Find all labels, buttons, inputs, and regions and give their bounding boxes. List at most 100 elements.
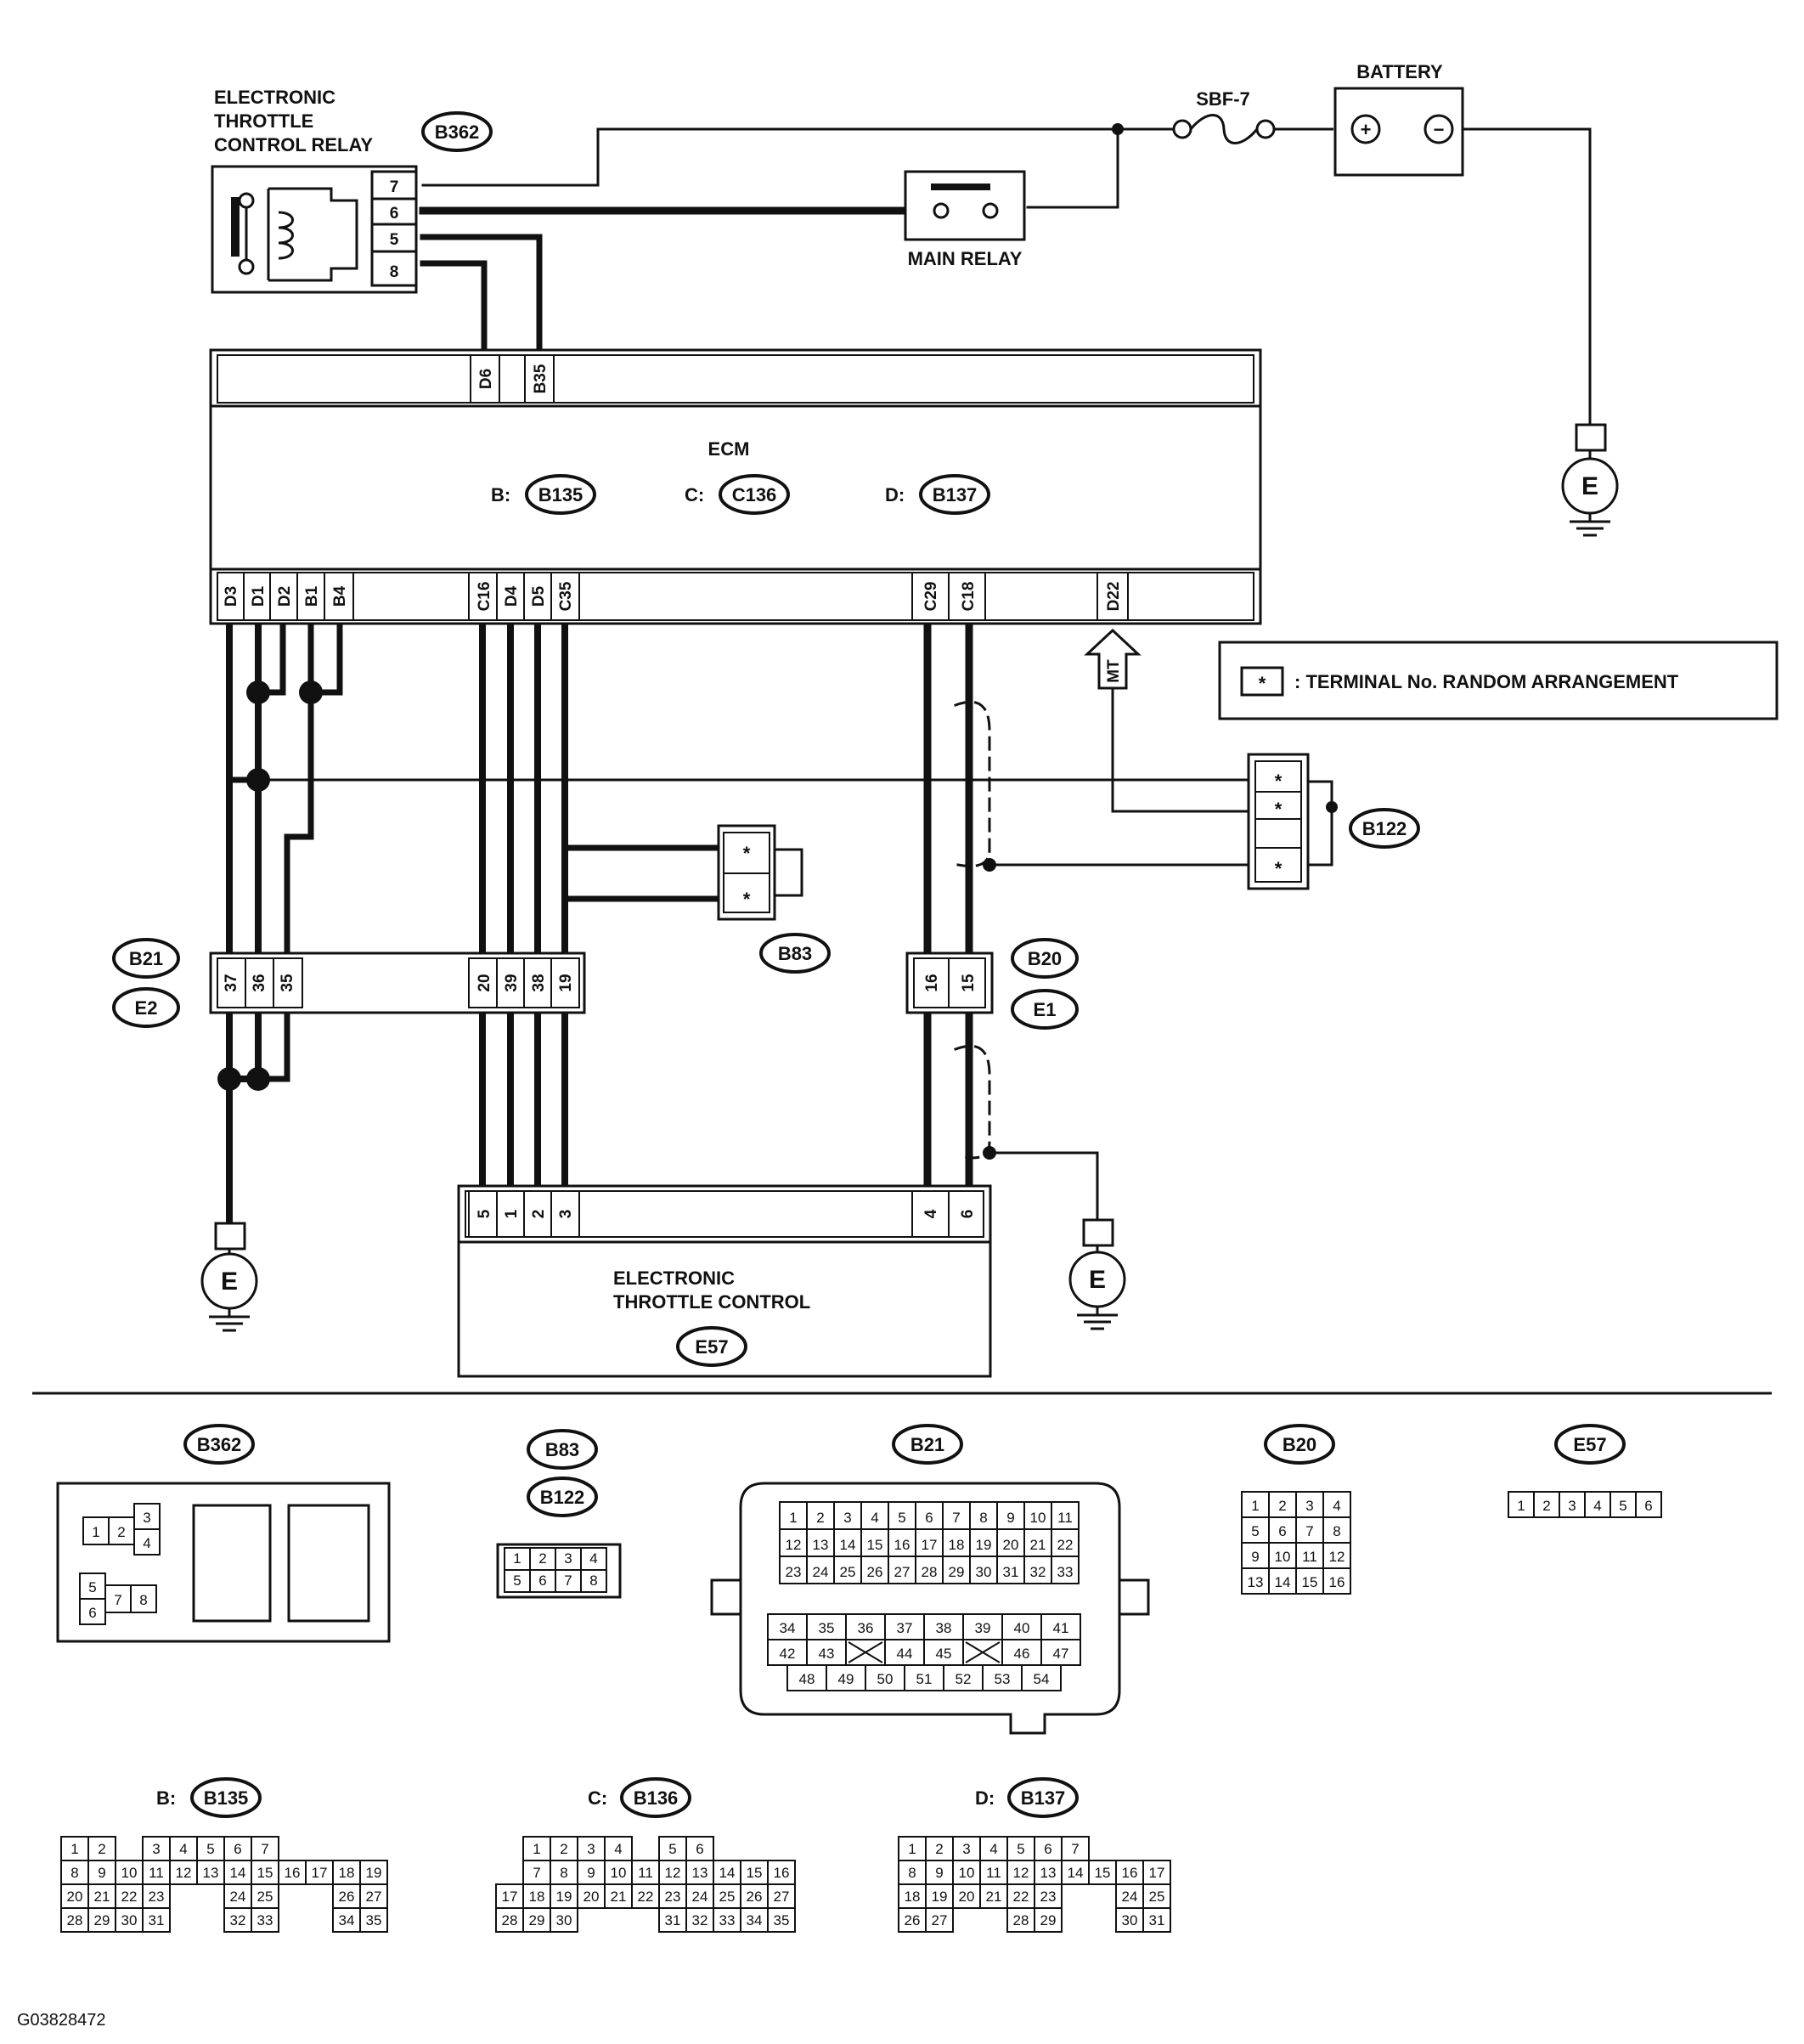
view-b362: B362 1 2 3 4 5 6 7 8: [56, 1424, 391, 1643]
pin-cell: [767, 1907, 796, 1933]
fuse-terminal: [1172, 119, 1192, 139]
pin-number: 42: [780, 1646, 796, 1662]
view-cell: 7: [114, 1592, 121, 1608]
pin-number: 14: [1068, 1865, 1084, 1881]
pin-number: 31: [1003, 1564, 1019, 1580]
pin-number: 30: [556, 1912, 572, 1928]
view-cell: 3: [143, 1510, 150, 1526]
b20-code: B20: [1028, 948, 1062, 969]
pin-number: 12: [786, 1537, 802, 1553]
pin-number: 31: [665, 1912, 681, 1928]
pin-number: 20: [67, 1889, 83, 1905]
pin-number: 43: [819, 1646, 835, 1662]
pin-number: 15: [867, 1537, 883, 1553]
pin-number: 19: [556, 1889, 572, 1905]
b21-pin: 37: [223, 974, 240, 991]
pin-cell: [251, 1907, 279, 1933]
pin-number: 1: [513, 1550, 521, 1567]
b21-pin: 19: [557, 974, 575, 991]
pin-number: 46: [1014, 1646, 1030, 1662]
pin-cell: [1034, 1907, 1063, 1933]
pin-cell: [495, 1907, 524, 1933]
pin-number: 19: [366, 1865, 382, 1881]
pin-cell: [550, 1907, 578, 1933]
pin-cell: [1051, 1556, 1080, 1584]
pin-number: 14: [230, 1865, 246, 1881]
pin-number: 33: [257, 1912, 273, 1928]
pin-number: 16: [285, 1865, 301, 1881]
b122-pin: *: [1275, 799, 1283, 820]
pin-cell: [979, 1883, 1008, 1909]
pin-cell: [888, 1556, 916, 1584]
pin-number: 5: [206, 1841, 214, 1857]
pin-number: 32: [230, 1912, 246, 1928]
pin-cell: [806, 1639, 847, 1666]
view-code: B122: [540, 1487, 585, 1508]
pin-number: 12: [176, 1865, 192, 1881]
pin-number: 16: [1122, 1865, 1138, 1881]
pin-number: 27: [894, 1564, 910, 1580]
pin-number: 41: [1053, 1620, 1069, 1636]
pin-number: 7: [564, 1573, 572, 1589]
junction-dot: [217, 1067, 241, 1091]
main-relay-terminal: [982, 202, 999, 219]
wire-relay-pin7-supply: [421, 127, 1178, 187]
minus-icon: −: [1434, 119, 1445, 140]
pin-number: 5: [898, 1510, 905, 1526]
throttle-pin: 6: [959, 1210, 977, 1219]
pin-number: 16: [774, 1865, 790, 1881]
pin-number: 27: [774, 1889, 790, 1905]
pin-number: 29: [949, 1564, 965, 1580]
pin-number: 30: [1122, 1912, 1138, 1928]
view-oval: [1554, 1424, 1626, 1465]
view-code: E57: [1573, 1434, 1606, 1455]
pin-cell: [169, 1860, 198, 1885]
pin-number: 39: [975, 1620, 991, 1636]
pin-number: 33: [1057, 1564, 1074, 1580]
ecm-pin: C35: [557, 581, 575, 611]
view-prefix: D:: [975, 1787, 995, 1809]
ecm-pin: D4: [503, 585, 521, 607]
pin-cell: [251, 1883, 279, 1909]
pin-number: 21: [94, 1889, 110, 1905]
blank-pin-icon: [965, 1641, 1001, 1663]
pin-number: 8: [1333, 1523, 1340, 1539]
pin-cell: [359, 1883, 388, 1909]
pin-number: 21: [1030, 1537, 1046, 1553]
etc-relay-title-3: CONTROL RELAY: [214, 134, 373, 155]
pin-number: 36: [858, 1620, 874, 1636]
pin-cell: [943, 1664, 984, 1691]
pin-number: 6: [234, 1841, 241, 1857]
pin-number: 32: [692, 1912, 708, 1928]
pin-cell: [87, 1907, 116, 1933]
pin-number: 10: [959, 1865, 975, 1881]
pin-number: 26: [905, 1912, 921, 1928]
pin-number: 5: [1251, 1523, 1259, 1539]
pin-number: 7: [1305, 1523, 1313, 1539]
pin-number: 50: [877, 1671, 894, 1687]
pin-number: 54: [1034, 1671, 1050, 1687]
pin-number: 19: [932, 1889, 948, 1905]
pin-number: 17: [502, 1889, 518, 1905]
view-oval: [620, 1777, 691, 1818]
ecm-pin: C18: [960, 582, 978, 612]
view-cell: 1: [92, 1524, 99, 1540]
view-cell: 2: [117, 1524, 125, 1540]
pin-cell: [142, 1883, 171, 1909]
b21-code: B21: [129, 948, 163, 969]
pin-number: 21: [986, 1889, 1002, 1905]
pin-number: 7: [952, 1510, 960, 1526]
b83-oval: [759, 933, 831, 974]
etc-relay-pin-block: [370, 170, 418, 287]
throttle-title-1: ELECTRONIC: [613, 1268, 735, 1289]
pin-cell: [196, 1836, 225, 1861]
pin-number: 20: [583, 1889, 600, 1905]
ecm-conn-prefix: C:: [685, 484, 704, 505]
ecm-pin: D3: [223, 586, 240, 607]
pin-number: 1: [908, 1841, 916, 1857]
b122-code: B122: [1362, 818, 1407, 839]
pin-number: 9: [935, 1865, 943, 1881]
pin-number: 7: [1071, 1841, 1079, 1857]
